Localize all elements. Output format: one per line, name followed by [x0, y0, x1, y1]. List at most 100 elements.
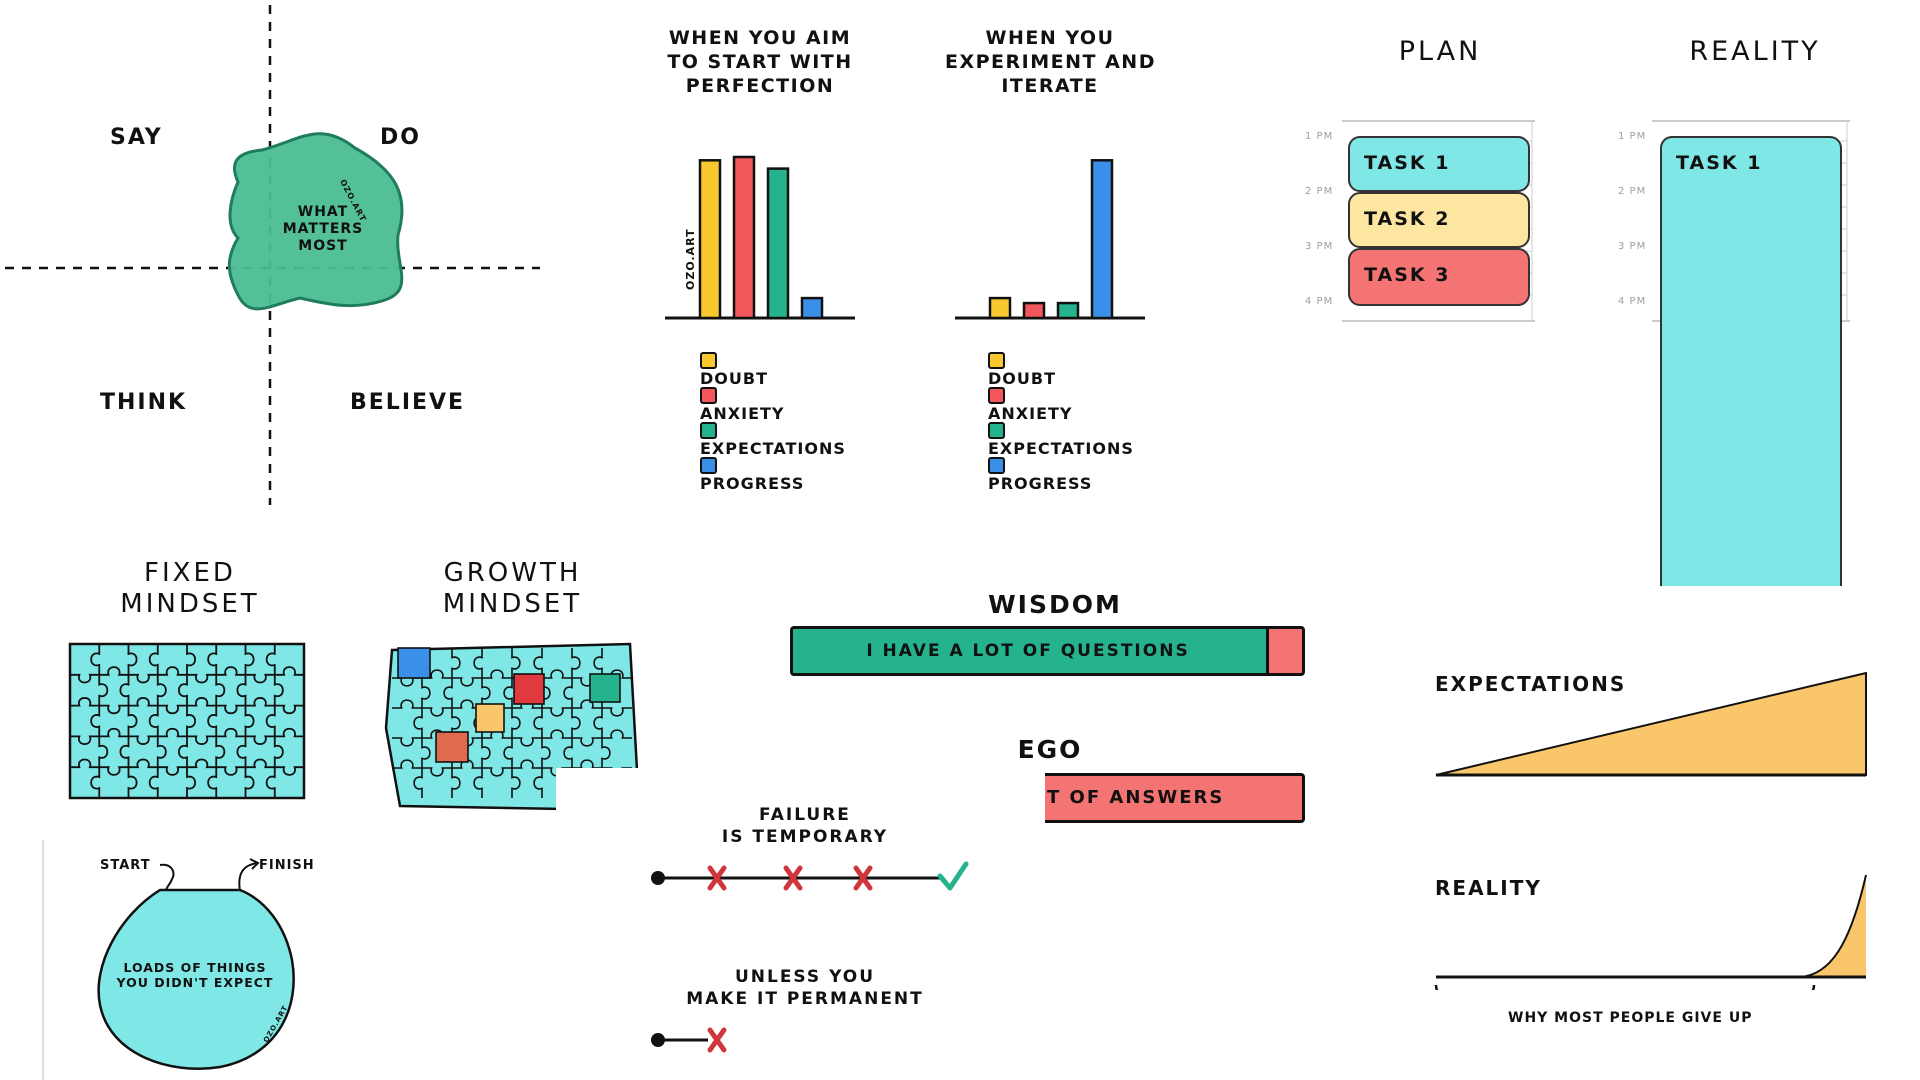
believe-label: BELIEVE: [350, 390, 466, 415]
chart2-legend-label-progress: PROGRESS: [988, 474, 1093, 493]
failure-permanent-line: [651, 1027, 727, 1053]
failure-temporary-line: [651, 861, 969, 891]
chart2-legend-doubt: DOUBT: [988, 350, 1056, 388]
ego-bar-text: T OF ANSWERS: [1047, 787, 1225, 808]
expectations-label: EXPECTATIONS: [1435, 672, 1627, 696]
chart1-legend-swatch-expectations: [700, 422, 717, 439]
expectations-graph: [1435, 671, 1867, 777]
chart1-signature: OZO.ART: [684, 228, 697, 290]
chart1-legend-expectations: EXPECTATIONS: [700, 420, 846, 458]
unless-line1: UNLESS YOU: [734, 967, 876, 987]
chart2-title-line2: EXPERIMENT AND: [945, 51, 1156, 73]
plan-task-1: TASK 1: [1348, 136, 1530, 192]
plan-hour-2: 2 PM: [1305, 186, 1334, 197]
ego-bar: T OF ANSWERS: [1045, 773, 1305, 823]
chart1-legend-label-expectations: EXPECTATIONS: [700, 439, 846, 458]
blue-puzzle-piece: [397, 647, 431, 679]
growth-mindset-title: GROWTH MINDSET: [420, 558, 605, 620]
what-matters-blob: [227, 132, 404, 311]
yellow-puzzle-piece: [475, 703, 505, 733]
chart2-bar-anxiety: [1022, 301, 1046, 320]
chart1-title-line3: PERFECTION: [685, 75, 835, 97]
chart2-legend-swatch-anxiety: [988, 387, 1005, 404]
reality-schedule-title: REALITY: [1689, 36, 1821, 67]
failure-line1: FAILURE: [759, 805, 851, 825]
permanent-x-icon: [707, 1027, 727, 1053]
journey-diagram: [97, 858, 295, 1070]
panel-divider: [42, 840, 44, 1080]
failure-x-3-icon: [853, 865, 873, 891]
fixed-mindset-puzzle: [68, 642, 306, 800]
chart2-legend-swatch-doubt: [988, 352, 1005, 369]
chart1-title-line1: WHEN YOU AIM: [668, 27, 852, 49]
chart1-legend-doubt: DOUBT: [700, 350, 768, 388]
fixed-mindset-line1: FIXED: [144, 558, 236, 588]
ego-title: EGO: [1017, 735, 1083, 764]
reality-curve-label: REALITY: [1435, 876, 1542, 900]
wisdom-bar: I HAVE A LOT OF QUESTIONS: [790, 626, 1305, 676]
think-label: THINK: [100, 390, 188, 415]
chart1-bar-anxiety: [732, 155, 756, 320]
chart1-legend-label-doubt: DOUBT: [700, 369, 768, 388]
what-matters-text: WHAT MATTERS MOST: [278, 204, 368, 255]
journey-center-text: LOADS OF THINGS YOU DIDN'T EXPECT: [110, 960, 280, 990]
give-up-caption: WHY MOST PEOPLE GIVE UP: [1508, 1010, 1753, 1026]
chart1-legend-swatch-doubt: [700, 352, 717, 369]
what-matters-line1: WHAT: [297, 204, 349, 220]
chart1-plot: [665, 155, 855, 320]
chart2-title: WHEN YOU EXPERIMENT AND ITERATE: [945, 26, 1155, 98]
fixed-mindset-line2: MINDSET: [120, 589, 260, 619]
growth-mindset-puzzle: [384, 642, 645, 813]
wisdom-bar-text: I HAVE A LOT OF QUESTIONS: [866, 641, 1190, 661]
say-label: SAY: [110, 125, 163, 150]
reality-curve: [1436, 875, 1866, 977]
failure-x-2-icon: [783, 865, 803, 891]
plan-hour-4: 4 PM: [1305, 296, 1334, 307]
chart1-legend-swatch-progress: [700, 457, 717, 474]
chart2-legend-swatch-progress: [988, 457, 1005, 474]
start-label: START: [100, 858, 151, 873]
plan-task-3: TASK 3: [1348, 248, 1530, 306]
chart1-title: WHEN YOU AIM TO START WITH PERFECTION: [660, 26, 860, 98]
chart2-legend-anxiety: ANXIETY: [988, 385, 1073, 423]
wisdom-title: WISDOM: [988, 590, 1122, 619]
growth-mindset-line2: MINDSET: [442, 589, 583, 619]
plan-hour-3: 3 PM: [1305, 241, 1334, 252]
orange-puzzle-piece: [435, 731, 469, 763]
plan-hour-1: 1 PM: [1305, 131, 1334, 142]
failure-x-1-icon: [707, 865, 727, 891]
quadrant-diagram: [5, 5, 540, 505]
reality-hour-3: 3 PM: [1618, 241, 1647, 252]
chart2-plot: [955, 159, 1145, 320]
reality-hour-4: 4 PM: [1618, 296, 1647, 307]
chart2-legend-expectations: EXPECTATIONS: [988, 420, 1134, 458]
unless-line2: MAKE IT PERMANENT: [686, 989, 924, 1009]
plan-title: PLAN: [1398, 36, 1482, 67]
chart1-legend-swatch-anxiety: [700, 387, 717, 404]
chart2-legend-swatch-expectations: [988, 422, 1005, 439]
chart2-bar-doubt: [988, 296, 1012, 320]
growth-mindset-line1: GROWTH: [443, 558, 582, 588]
chart2-title-line3: ITERATE: [1001, 75, 1099, 97]
chart2-bar-expectations: [1056, 301, 1080, 320]
chart2-bar-progress: [1090, 159, 1114, 320]
chart1-bar-progress: [800, 296, 824, 320]
journey-line2: YOU DIDN'T EXPECT: [116, 975, 274, 990]
fixed-mindset-title: FIXED MINDSET: [95, 558, 285, 620]
teal-puzzle-piece: [589, 673, 621, 703]
finish-label: FINISH: [259, 858, 315, 873]
what-matters-line2: MATTERS: [282, 221, 364, 237]
chart1-legend-label-progress: PROGRESS: [700, 474, 805, 493]
chart1-bar-expectations: [766, 167, 790, 320]
chart1-bar-doubt: [698, 159, 722, 320]
plan-task-2: TASK 2: [1348, 192, 1530, 248]
chart2-legend-label-expectations: EXPECTATIONS: [988, 439, 1134, 458]
red-puzzle-piece: [513, 673, 545, 705]
chart1-title-line2: TO START WITH: [667, 51, 853, 73]
chart2-legend-progress: PROGRESS: [988, 455, 1092, 493]
do-label: DO: [380, 125, 421, 150]
give-up-brace: [1434, 984, 1816, 990]
chart2-title-line1: WHEN YOU: [985, 27, 1115, 49]
reality-graph: [1434, 874, 1867, 990]
